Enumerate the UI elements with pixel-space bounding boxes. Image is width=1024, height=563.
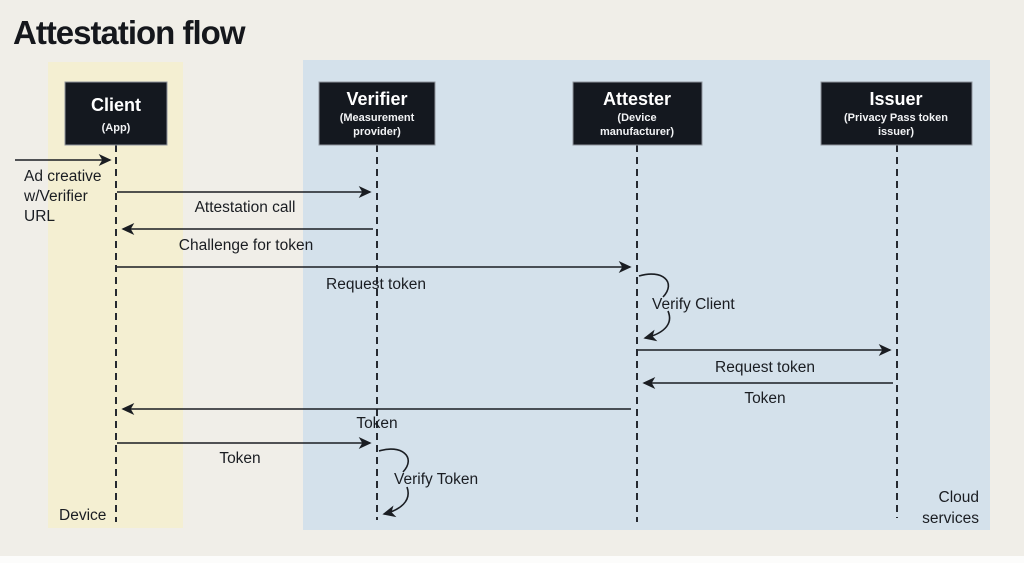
message-label-3: Challenge for token xyxy=(179,237,313,254)
message-label-7: Token xyxy=(744,390,785,407)
actor-subtitle-issuer-line2: issuer) xyxy=(878,126,914,138)
cloud-zone-label-line1: Cloud xyxy=(939,489,980,506)
message-verify-token-selfloop: Verify Token xyxy=(378,448,478,518)
message-verify-client-selfloop: Verify Client xyxy=(638,273,735,342)
actor-box-verifier xyxy=(318,81,436,146)
actor-subtitle-attester-line2: manufacturer) xyxy=(600,126,674,138)
actor-subtitle-client: (App) xyxy=(102,122,131,134)
actor-box-issuer xyxy=(820,81,973,146)
cloud-zone-label-line2: services xyxy=(922,510,979,527)
message-token-client: Token xyxy=(117,437,372,467)
message-label-1-line1: Ad creative xyxy=(24,168,102,185)
message-attestation-call: Attestation call xyxy=(117,186,372,216)
actor-name-verifier: Verifier xyxy=(346,89,407,109)
actor-verifier: Verifier (Measurement provider) xyxy=(318,81,436,146)
verify-token-loop-bottom xyxy=(382,486,409,518)
message-label-9: Token xyxy=(219,450,260,467)
actor-attester: Attester (Device manufacturer) xyxy=(572,81,703,146)
page-title: Attestation flow xyxy=(13,14,246,51)
actor-subtitle-verifier-line1: (Measurement xyxy=(340,112,415,124)
actor-client: Client (App) xyxy=(64,81,168,146)
verify-token-loop-top xyxy=(378,448,409,473)
actor-name-client: Client xyxy=(91,95,141,115)
message-token-issuer: Token xyxy=(642,377,893,407)
actor-box-attester xyxy=(572,81,703,146)
actor-name-attester: Attester xyxy=(603,89,671,109)
bottom-strip xyxy=(0,556,1024,563)
message-label-10: Verify Token xyxy=(394,471,478,488)
message-label-8: Token xyxy=(356,415,397,432)
message-label-4: Request token xyxy=(326,276,426,293)
actor-name-issuer: Issuer xyxy=(869,89,922,109)
message-challenge-for-token: Challenge for token xyxy=(121,223,373,254)
actor-issuer: Issuer (Privacy Pass token issuer) xyxy=(820,81,973,146)
message-label-5: Verify Client xyxy=(652,296,735,313)
message-label-1-line3: URL xyxy=(24,208,55,225)
verify-client-loop-top xyxy=(638,273,670,298)
actor-subtitle-issuer-line1: (Privacy Pass token xyxy=(844,112,948,124)
message-token-attester: Token xyxy=(121,403,631,432)
actor-subtitle-verifier-line2: provider) xyxy=(353,126,401,138)
verify-client-loop-bottom xyxy=(643,310,671,342)
message-label-6: Request token xyxy=(715,359,815,376)
message-label-2: Attestation call xyxy=(195,199,296,216)
actor-subtitle-attester-line1: (Device xyxy=(617,112,656,124)
actor-box-client xyxy=(64,81,168,146)
device-zone-label: Device xyxy=(59,507,106,524)
message-request-token-attester: Request token xyxy=(638,344,892,376)
message-request-token-client: Request token xyxy=(117,261,632,293)
message-label-1-line2: w/Verifier xyxy=(23,188,88,205)
message-ad-creative: Ad creative w/Verifier URL xyxy=(15,154,112,225)
